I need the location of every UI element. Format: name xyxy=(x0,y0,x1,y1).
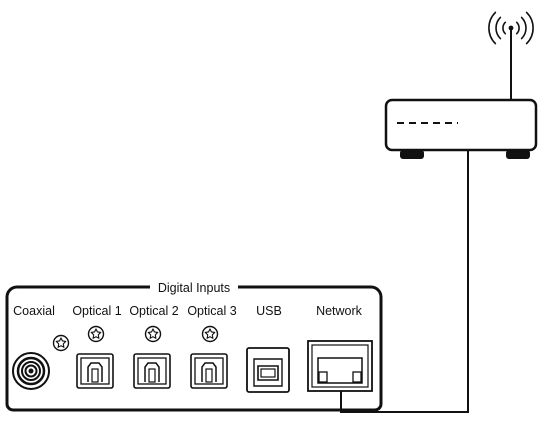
port-label-optical-1: Optical 1 xyxy=(72,304,121,318)
optical-1-port[interactable]: Optical 1 xyxy=(72,304,122,389)
router-icon xyxy=(384,98,538,152)
port-label-optical-3: Optical 3 xyxy=(187,304,236,318)
router-foot-left xyxy=(400,150,424,159)
network-cable xyxy=(340,150,469,413)
router-foot-right xyxy=(506,150,530,159)
router xyxy=(384,11,538,159)
coaxial-connector-icon xyxy=(12,352,50,390)
panel-title: Digital Inputs xyxy=(158,281,230,295)
port-label-optical-2: Optical 2 xyxy=(129,304,178,318)
usb-port[interactable]: USB xyxy=(246,304,290,393)
optical-2-port[interactable]: Optical 2 xyxy=(129,304,179,389)
optical-connector-icon xyxy=(76,353,114,389)
usb-b-connector-icon xyxy=(246,347,290,393)
ground-terminal-icon xyxy=(87,325,105,343)
port-label-coaxial: Coaxial xyxy=(13,304,55,318)
port-label-network: Network xyxy=(316,304,363,318)
network-port[interactable]: Network xyxy=(307,304,373,392)
wireless-signal-icon xyxy=(488,11,534,45)
ground-terminal-icon xyxy=(52,334,70,352)
coaxial-port[interactable]: Coaxial xyxy=(12,304,70,390)
optical-connector-icon xyxy=(133,353,171,389)
ethernet-connector-icon xyxy=(307,340,373,392)
port-label-usb: USB xyxy=(256,304,282,318)
ground-terminal-icon xyxy=(144,325,162,343)
optical-3-port[interactable]: Optical 3 xyxy=(187,304,237,389)
ground-terminal-icon xyxy=(201,325,219,343)
optical-connector-icon xyxy=(190,353,228,389)
digital-inputs-panel: Digital Inputs Coaxial Optical 1 Optical… xyxy=(5,281,383,412)
